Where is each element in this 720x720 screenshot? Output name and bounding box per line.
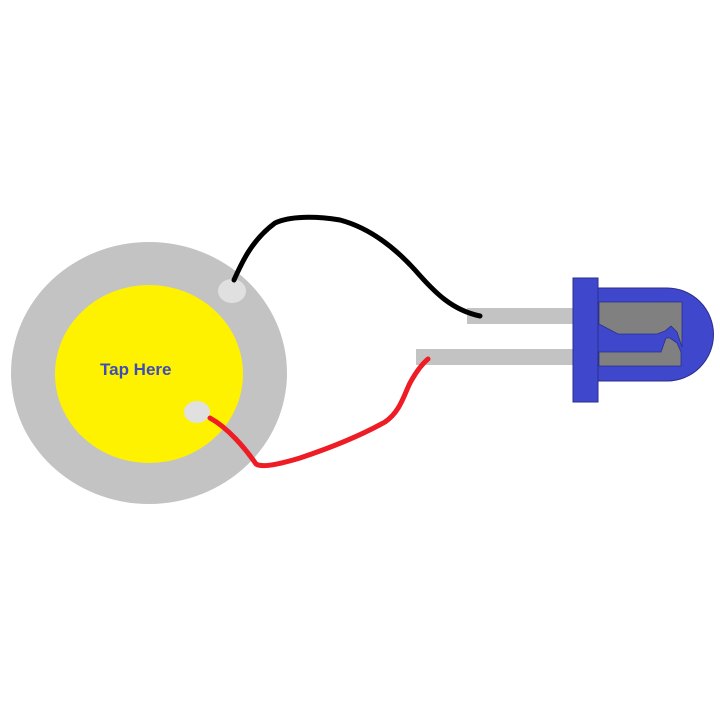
piezo-disc <box>11 242 287 504</box>
led-leads <box>416 308 573 365</box>
black-wire <box>231 214 483 319</box>
piezo-inner-pad <box>184 401 210 423</box>
tap-here-label: Tap Here <box>100 360 172 379</box>
led-anvil <box>598 301 683 348</box>
led-post <box>598 337 682 367</box>
red-wire <box>207 356 431 469</box>
led <box>572 277 714 403</box>
led-short-lead <box>467 308 573 324</box>
led-flange <box>572 277 599 403</box>
led-long-lead <box>416 349 573 365</box>
piezo-outer-pad <box>218 279 246 303</box>
